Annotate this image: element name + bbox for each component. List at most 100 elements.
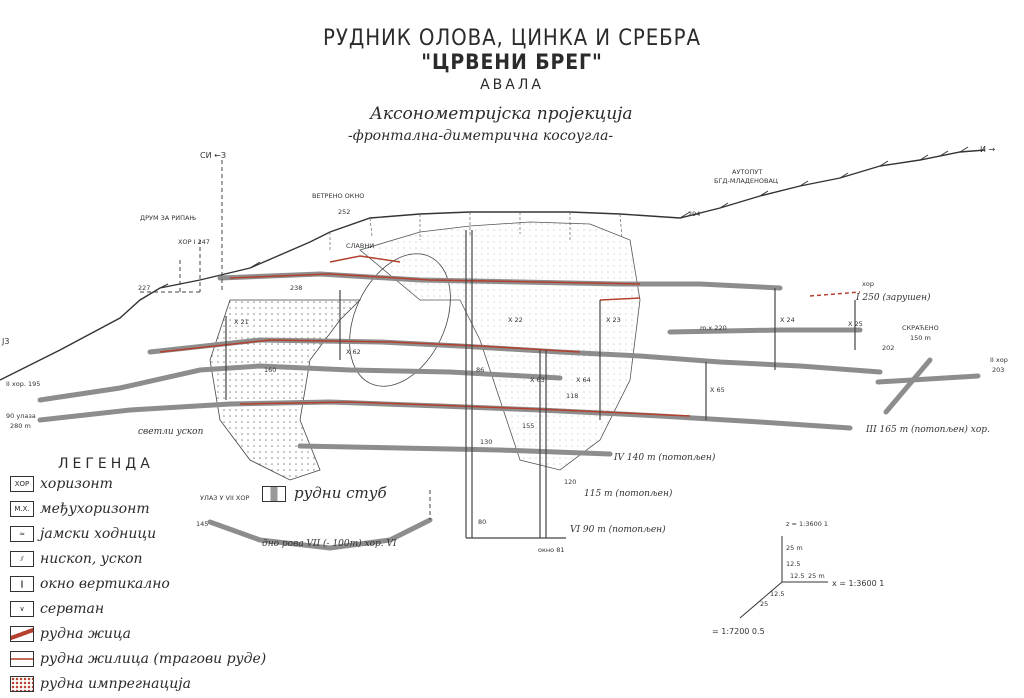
dashed-lines [140, 160, 431, 520]
label-hor203b: 203 [992, 366, 1004, 374]
scale-x25: 25 m [808, 572, 825, 580]
scale-x: x = 1:3600 1 [832, 579, 884, 588]
legend-swatch-impregnation [10, 676, 34, 692]
label-n155: 155 [522, 422, 534, 430]
scale-axes [739, 536, 828, 619]
label-east: И → [980, 145, 996, 154]
label-hor90: VI 90 m (потопљен) [570, 524, 666, 535]
quarry-face [329, 212, 623, 250]
label-n294: 294 [688, 210, 700, 218]
label-slavni: СЛАВНИ [346, 242, 374, 250]
legend-swatch-sump: ∨ [10, 601, 34, 617]
map-title-line3: АВАЛА [480, 77, 544, 93]
legend-swatch-ore-veinlet [10, 651, 34, 667]
legend-label: рудна жилица (трагови руде) [40, 651, 267, 667]
label-hor115: 115 m (потопљен) [584, 488, 673, 499]
label-x22: X 22 [508, 316, 523, 324]
label-x25: X 25 [848, 320, 863, 328]
legend-swatch-ore-vein [10, 626, 34, 642]
legend-label: међухоризонт [40, 501, 150, 517]
legend-item: М.Х. међухоризонт [10, 499, 150, 519]
horizon-tunnels [37, 271, 883, 551]
label-hor195: II хор. 195 [6, 380, 40, 388]
legend-label: окно вертикално [40, 576, 170, 592]
label-ulaz90-len: 280 m [10, 422, 31, 430]
label-hor250: I 250 (зарушен) [855, 292, 931, 303]
legend-label: сервтан [40, 601, 105, 617]
label-x62: X 62 [346, 348, 361, 356]
label-dno: дно рова VII (- 100m) хор. VI [262, 538, 397, 549]
legend-swatch-tunnels: ≈ [10, 526, 34, 542]
scale-z25: 25 m [786, 544, 803, 552]
legend-swatch-ore-pillar [262, 486, 286, 502]
right-workings [875, 357, 981, 415]
label-j3: J3 [1, 337, 9, 346]
projection-type: -фронтална-диметрична косоугла- [348, 128, 614, 144]
legend-label: рудна жица [40, 626, 132, 642]
legend-label: рудна импрегнација [40, 676, 191, 692]
label-hor247: ХОР I 247 [178, 238, 210, 246]
legend-item: рудна жица [10, 624, 131, 644]
label-vent: ВЕТРЕНО ОКНО [312, 192, 364, 200]
label-hor140: IV 140 m (потопљен) [613, 452, 716, 463]
label-x64: X 64 [576, 376, 591, 384]
label-svetli: светли ускоп [138, 427, 204, 437]
legend-title: ЛЕГЕНДА [58, 456, 154, 472]
label-m220: m.x 220 [700, 324, 727, 332]
terrain-hatch [139, 146, 969, 301]
label-n80: 80 [478, 518, 486, 526]
map-title-line1: РУДНИК ОЛОВА, ЦИНКА И СРЕБРА [323, 26, 701, 51]
label-x24: X 24 [780, 316, 795, 324]
label-n227: 227 [138, 284, 150, 292]
map-title-line2: "ЦРВЕНИ БРЕГ" [421, 50, 603, 74]
label-hor250-pre: хор [862, 280, 874, 288]
map-annotations: СИ ←З ДРУМ ЗА РИПАЊ ХОР I 247 ВЕТРЕНО ОК… [1, 145, 1008, 554]
scale-x125: 12.5 [790, 572, 804, 580]
label-n86: 86 [476, 366, 484, 374]
scale-y25: 25 [760, 600, 768, 608]
label-n238: 238 [290, 284, 302, 292]
label-autoput: АУТОПУТ [732, 168, 762, 176]
label-x23: X 23 [606, 316, 621, 324]
ore-lens [349, 253, 451, 387]
label-n118: 118 [566, 392, 578, 400]
terrain-surface [0, 149, 986, 381]
label-ulaz7-num: 145 [196, 520, 208, 528]
label-vent-num: 252 [338, 208, 350, 216]
label-road: ДРУМ ЗА РИПАЊ [140, 214, 196, 222]
label-x63: X 63 [530, 376, 545, 384]
legend-swatch-shaft: ‖ [10, 576, 34, 592]
legend-item: ∨ сервтан [10, 599, 104, 619]
ore-body-zone [209, 299, 361, 481]
legend-item: ХОР хоризонт [10, 474, 113, 494]
legend-label: нископ, ускоп [40, 551, 143, 567]
label-hor203a: II хор [990, 356, 1008, 364]
label-x21: X 21 [234, 318, 249, 326]
legend-item: рудна жилица (трагови руде) [10, 649, 266, 669]
legend-swatch-intermediate: М.Х. [10, 501, 34, 517]
legend-item: ⫽ нископ, ускоп [10, 549, 143, 569]
label-n202: 202 [882, 344, 894, 352]
projection-subtitle: Аксонометријска пројекција [370, 104, 633, 124]
label-hor165: III 165 m (потопљен) хор. [865, 424, 990, 435]
label-skraceno-len: 150 m [910, 334, 931, 342]
legend-swatch-horizon: ХОР [10, 476, 34, 492]
label-skraceno: СКРАЋЕНО [902, 324, 939, 332]
scale-z: z = 1:3600 1 [786, 520, 828, 528]
label-ulaz7: УЛАЗ У VII ХОР [200, 494, 249, 502]
legend-label: хоризонт [40, 476, 113, 492]
label-n120: 120 [564, 478, 576, 486]
scale-y12: 12.5 [770, 590, 784, 598]
legend-label: јамски ходници [40, 526, 157, 542]
label-ulaz90: 90 улаза [6, 412, 36, 420]
scale-z12: 12.5 [786, 560, 800, 568]
vertical-shafts [225, 230, 856, 539]
legend-item: ≈ јамски ходници [10, 524, 156, 544]
label-x65: X 65 [710, 386, 725, 394]
legend-item: рудна импрегнација [10, 674, 191, 694]
legend-ore-pillar-label: рудни стуб [294, 484, 387, 502]
label-si: СИ ←З [200, 151, 226, 160]
label-n130: 130 [480, 438, 492, 446]
label-okno: окно 81 [538, 546, 564, 554]
